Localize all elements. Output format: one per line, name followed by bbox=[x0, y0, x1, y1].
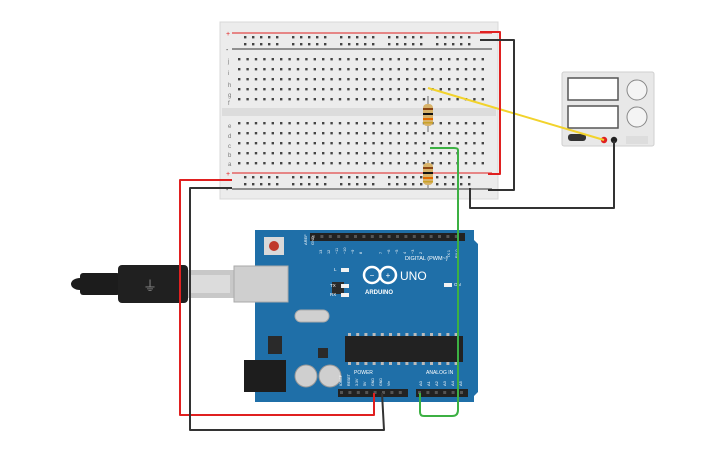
digital-pin-label: ~10 bbox=[343, 248, 347, 254]
wires[interactable] bbox=[179, 31, 615, 431]
rail-minus-label: - bbox=[226, 47, 229, 54]
rail-minus-label: - bbox=[226, 187, 229, 194]
digital-pin-label: ~9 bbox=[351, 250, 355, 254]
wire-green-a0 bbox=[419, 147, 459, 417]
power-pin-label: Vin bbox=[387, 381, 391, 386]
digital-pin-label: ~3 bbox=[411, 250, 415, 254]
digital-pin-label: 2 bbox=[419, 252, 423, 254]
l-label: L bbox=[334, 267, 337, 272]
digital-pin-label: 4 bbox=[403, 252, 407, 254]
power-pin-label: 5V bbox=[363, 381, 367, 386]
digital-pin-label: 13 bbox=[319, 250, 323, 254]
usb-cable[interactable]: ⏚ bbox=[67, 265, 234, 303]
arduino-uno[interactable]: − + UNO ARDUINO DIGITAL (PWM~) TX RX L O… bbox=[233, 230, 478, 402]
digital-pin-label: 8 bbox=[359, 252, 363, 254]
analog-pin-label: A3 bbox=[442, 380, 447, 386]
analog-header[interactable] bbox=[416, 389, 468, 397]
wire-red-top-rail bbox=[480, 31, 501, 175]
row-letter: c bbox=[228, 144, 231, 150]
analog-pin-label: A5 bbox=[458, 380, 463, 386]
row-letter: d bbox=[228, 134, 231, 140]
row-letter: j bbox=[227, 59, 229, 65]
digital-label: DIGITAL (PWM~) bbox=[405, 256, 448, 262]
rx-label: RX bbox=[330, 292, 336, 297]
wire-yellow-meter bbox=[427, 87, 605, 141]
row-letter: e bbox=[228, 124, 232, 130]
digital-header[interactable] bbox=[310, 233, 465, 241]
svg-text:+: + bbox=[386, 271, 391, 280]
arduino-logo: − + bbox=[362, 265, 398, 285]
wire-black-meter bbox=[469, 141, 615, 209]
row-letter: g bbox=[228, 93, 231, 99]
aref-label: AREF bbox=[303, 234, 308, 245]
row-letter: a bbox=[228, 162, 232, 168]
reset-button[interactable] bbox=[269, 241, 279, 251]
wire-black-gnd bbox=[189, 187, 385, 431]
digital-pin-label: ~11 bbox=[335, 248, 339, 254]
analog-pin-label: A1 bbox=[426, 380, 431, 386]
power-pin-label: RESET bbox=[347, 373, 351, 386]
power-pin-label: 3.3V bbox=[355, 378, 359, 386]
breadboard-top-rail-holes bbox=[244, 36, 471, 46]
breadboard[interactable]: j i h g f e d c b a + - + - bbox=[219, 21, 499, 200]
resistor-top[interactable] bbox=[423, 96, 433, 132]
power-pin-label: IOREF bbox=[339, 374, 343, 386]
resistor-bottom[interactable] bbox=[423, 160, 433, 188]
gnd-label: GND bbox=[310, 236, 315, 245]
row-letter: h bbox=[228, 83, 231, 89]
row-letter: i bbox=[228, 71, 229, 77]
digital-pin-label: ~5 bbox=[395, 250, 399, 254]
analog-label: ANALOG IN bbox=[426, 370, 454, 376]
svg-text:−: − bbox=[370, 271, 375, 280]
rail-plus-label: + bbox=[226, 31, 230, 38]
row-letter: b bbox=[228, 153, 232, 159]
analog-pin-label: A2 bbox=[434, 380, 439, 386]
digital-pin-label: ~6 bbox=[387, 250, 391, 254]
tx-label: TX bbox=[330, 283, 336, 288]
board-brand: ARDUINO bbox=[365, 290, 393, 296]
rail-plus-label: + bbox=[226, 171, 230, 178]
digital-pin-label: 7 bbox=[379, 252, 383, 254]
digital-pin-label: 12 bbox=[327, 250, 331, 254]
wire-red-5v bbox=[179, 179, 375, 416]
multimeter[interactable] bbox=[561, 71, 655, 147]
power-pin-label: GND bbox=[379, 378, 383, 386]
board-model: UNO bbox=[400, 269, 427, 283]
multimeter-terminal-com[interactable] bbox=[610, 136, 618, 144]
breadboard-bottom-rail-holes bbox=[244, 176, 471, 186]
digital-pin-label: TX 1 bbox=[447, 250, 451, 258]
usb-icon: ⏚ bbox=[143, 278, 157, 294]
power-pin-label: GND bbox=[371, 378, 375, 386]
power-label: POWER bbox=[354, 370, 373, 376]
analog-pin-label: A4 bbox=[450, 380, 455, 386]
analog-pin-label: A0 bbox=[418, 380, 423, 386]
multimeter-switch[interactable] bbox=[568, 134, 586, 141]
wire-black-top-rail bbox=[480, 39, 515, 191]
microcontroller-chip bbox=[345, 336, 463, 362]
row-letter: f bbox=[228, 101, 230, 107]
